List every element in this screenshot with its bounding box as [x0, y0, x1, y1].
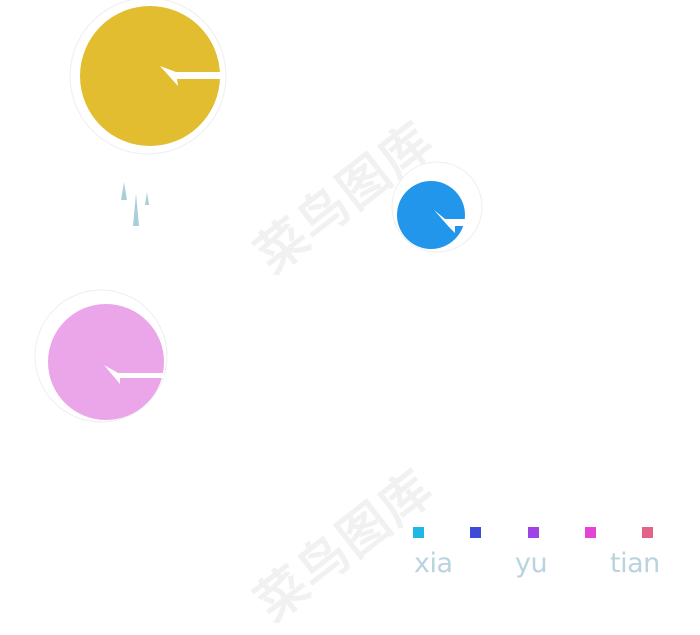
swatch-pink: [642, 527, 653, 538]
clock-yellow-icon: [69, 0, 227, 155]
clock-hands: [104, 365, 164, 384]
caption-xia: xia: [414, 548, 453, 579]
raindrop: [121, 182, 127, 200]
clock-face: [397, 181, 465, 249]
swatch-cyan: [413, 527, 424, 538]
clock-face: [80, 6, 220, 146]
clock-blue-icon: [391, 161, 483, 253]
clock-face: [48, 304, 164, 420]
caption-tian: tian: [610, 548, 660, 579]
illustration: [34, 0, 483, 423]
swatch-magenta: [585, 527, 596, 538]
swatch-purple: [528, 527, 539, 538]
swatch-blue: [470, 527, 481, 538]
clock-hands: [434, 210, 465, 233]
raindrop: [145, 192, 149, 205]
raindrop: [133, 193, 139, 226]
clock-hands: [160, 66, 220, 86]
caption-yu: yu: [515, 548, 548, 579]
clock-pink-icon: [34, 289, 168, 423]
raindrops-icon: [121, 182, 149, 226]
